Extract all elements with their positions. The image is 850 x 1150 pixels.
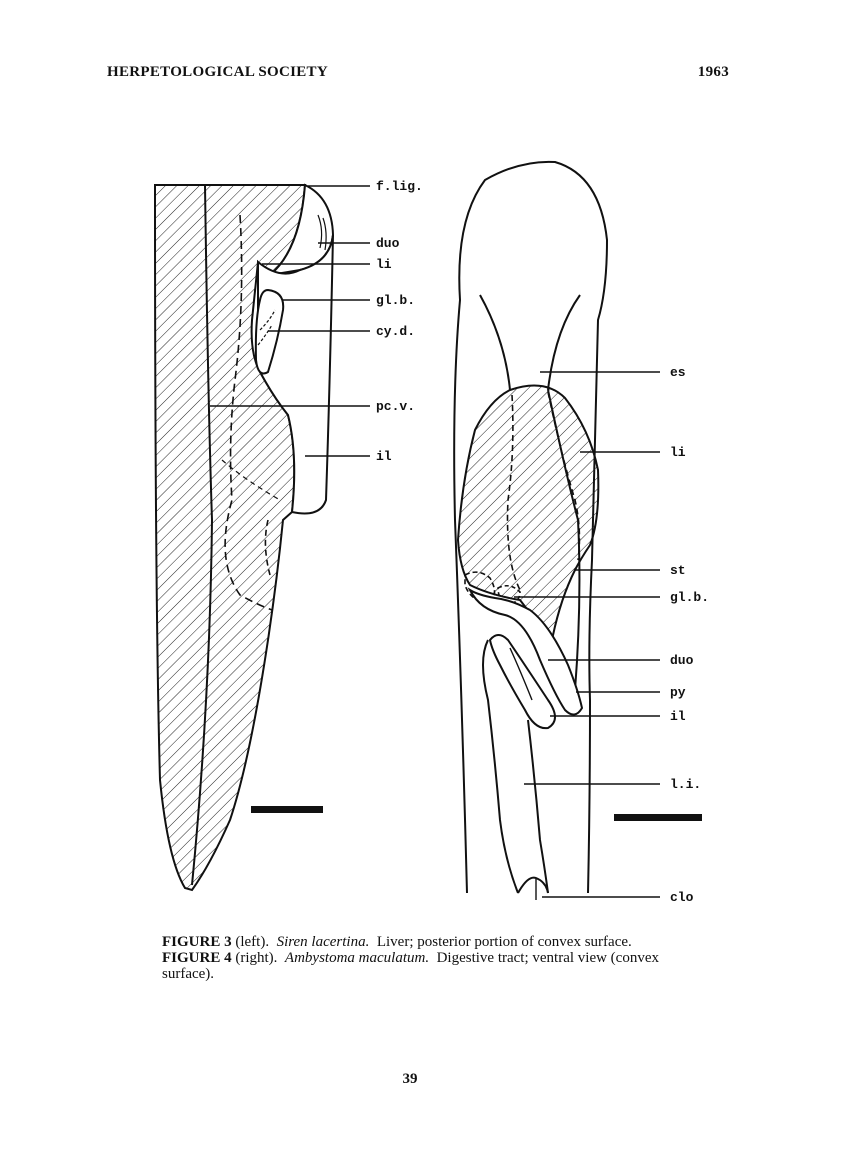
label-f-lig: f.lig.	[376, 179, 423, 194]
caption-fig3-position: (left).	[235, 934, 269, 950]
label-clo: clo	[670, 890, 694, 905]
label-gl-b: gl.b.	[670, 590, 709, 605]
label-pc-v: pc.v.	[376, 399, 415, 414]
label-duo: duo	[376, 236, 400, 251]
caption-fig3-text: Liver; posterior portion of convex surfa…	[377, 934, 632, 950]
caption-fig3-label: FIGURE 3	[162, 934, 232, 950]
caption-fig3-species: Siren lacertina.	[277, 934, 370, 950]
label-cy-d: cy.d.	[376, 324, 415, 339]
scale-bar-fig3	[251, 806, 323, 813]
label-l-i: l.i.	[670, 777, 701, 792]
scale-bar-fig4	[614, 814, 702, 821]
label-es: es	[670, 365, 686, 380]
label-gl-b: gl.b.	[376, 293, 415, 308]
label-st: st	[670, 563, 686, 578]
label-duo: duo	[670, 653, 694, 668]
figure-caption: FIGURE 3 (left). Siren lacertina. Liver;…	[162, 934, 702, 982]
caption-fig4-species: Ambystoma maculatum.	[285, 950, 429, 966]
page-number: 39	[0, 1071, 820, 1088]
figure-3-drawing: f.lig. duo li gl.b. cy.d. pc.v. il	[155, 179, 423, 890]
caption-fig4-label: FIGURE 4	[162, 950, 232, 966]
figure-4-drawing: es li st gl.b. duo py il l.i. clo	[454, 162, 709, 905]
caption-figure-3: FIGURE 3 (left). Siren lacertina. Liver;…	[162, 934, 702, 950]
label-il: il	[376, 449, 392, 464]
label-il: il	[670, 709, 686, 724]
label-li: li	[376, 257, 392, 272]
caption-figure-4: FIGURE 4 (right). Ambystoma maculatum. D…	[162, 950, 702, 982]
caption-fig4-position: (right).	[235, 950, 277, 966]
label-li: li	[670, 445, 686, 460]
cloaca	[518, 878, 548, 893]
label-py: py	[670, 685, 686, 700]
